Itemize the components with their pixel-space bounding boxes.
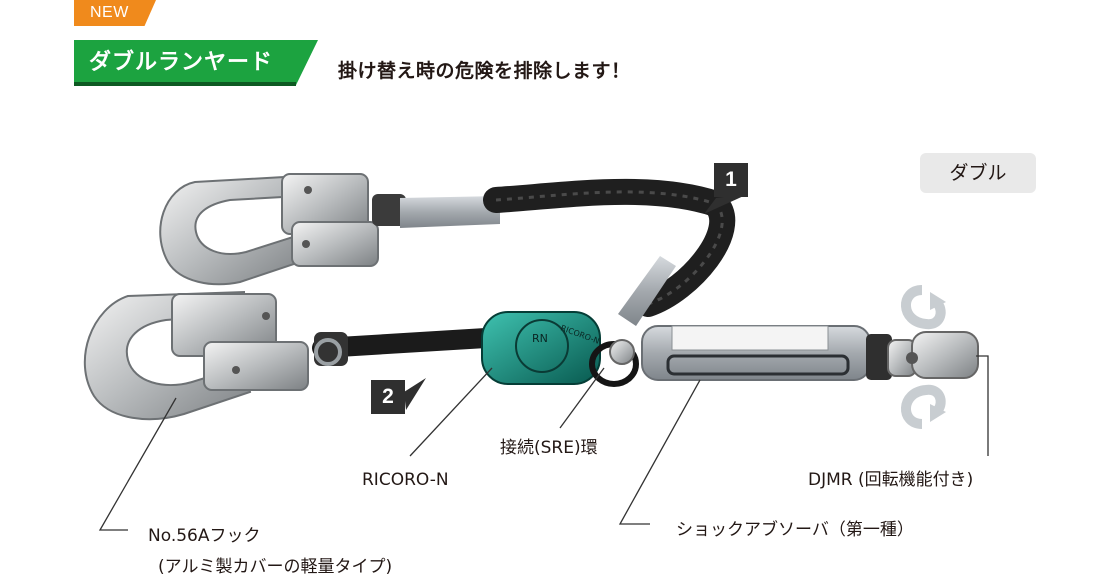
callout-hook-note: (アルミ製カバーの軽量タイプ) xyxy=(158,557,393,577)
shock-absorber xyxy=(641,325,871,381)
new-badge: NEW xyxy=(74,0,156,26)
callout-leaders xyxy=(98,355,989,531)
leader-ricoro xyxy=(409,367,493,457)
marker-1-pointer xyxy=(704,194,748,214)
callout-ricoro: RICORO-N xyxy=(362,470,449,490)
leader-absorber xyxy=(618,379,701,525)
product-subtitle: 掛け替え時の危険を排除します！ xyxy=(338,60,631,82)
callout-hook-name: No.56Aフック xyxy=(148,526,261,546)
lower-hook xyxy=(83,290,309,421)
product-title: ダブルランヤード xyxy=(74,40,318,85)
sre-connector-ring xyxy=(589,339,639,387)
callout-djmr: DJMR (回転機能付き) xyxy=(808,470,974,490)
leader-connector xyxy=(559,367,605,429)
ricoro-n-device: RN RICORO-N xyxy=(481,311,601,385)
leader-djmr xyxy=(976,355,989,456)
leader-hook xyxy=(98,397,177,531)
callout-connector: 接続(SRE)環 xyxy=(500,438,598,458)
marker-1: 1 xyxy=(714,163,748,197)
type-badge: ダブル xyxy=(920,153,1036,193)
retractable-cord-2 xyxy=(312,328,496,366)
rotation-arrows xyxy=(901,285,946,429)
callout-absorber: ショックアブソーバ（第一種） xyxy=(676,520,914,540)
djmr-swivel xyxy=(866,331,979,380)
device-rn-text: RN xyxy=(532,332,548,345)
title-underline xyxy=(74,82,296,86)
marker-2: 2 xyxy=(371,380,405,414)
upper-hook xyxy=(159,173,379,286)
marker-2-pointer xyxy=(404,378,426,410)
elastic-lanyard-1 xyxy=(372,178,736,326)
